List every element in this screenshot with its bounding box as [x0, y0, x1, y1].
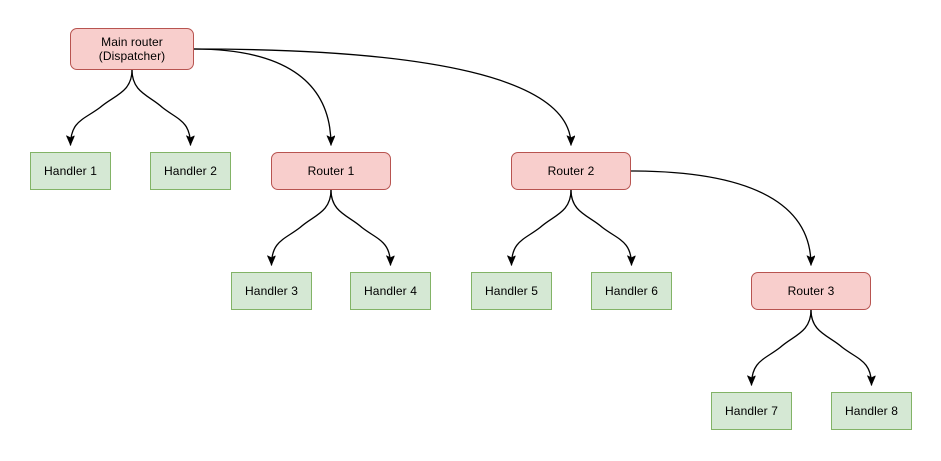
edge-router-1-to-handler-3 — [272, 189, 332, 265]
node-handler-6[interactable]: Handler 6 — [591, 272, 672, 310]
edge-router-2-to-handler-6 — [570, 189, 632, 265]
edge-paths — [71, 48, 872, 385]
node-handler-2[interactable]: Handler 2 — [150, 152, 231, 190]
node-router-3[interactable]: Router 3 — [751, 272, 871, 310]
edge-router-2-to-router-3 — [630, 170, 811, 265]
node-label-handler-8: Handler 8 — [845, 404, 898, 418]
edge-main-to-handler-2 — [131, 69, 191, 145]
node-handler-3[interactable]: Handler 3 — [231, 272, 312, 310]
edge-main-to-router-1 — [193, 48, 331, 145]
node-handler-4[interactable]: Handler 4 — [350, 272, 431, 310]
node-label-router-3: Router 3 — [787, 284, 835, 298]
node-label-handler-6: Handler 6 — [605, 284, 658, 298]
node-label-handler-3: Handler 3 — [245, 284, 298, 298]
node-main-router[interactable]: Main router (Dispatcher) — [70, 28, 194, 70]
node-handler-5[interactable]: Handler 5 — [471, 272, 552, 310]
edge-router-1-to-handler-4 — [330, 189, 391, 265]
node-label-main-router: Main router (Dispatcher) — [98, 35, 166, 63]
node-handler-1[interactable]: Handler 1 — [30, 152, 111, 190]
edge-router-3-to-handler-8 — [810, 309, 872, 385]
edge-router-2-to-handler-5 — [512, 189, 572, 265]
node-label-handler-1: Handler 1 — [44, 164, 97, 178]
node-router-2[interactable]: Router 2 — [511, 152, 631, 190]
node-label-handler-7: Handler 7 — [725, 404, 778, 418]
node-router-1[interactable]: Router 1 — [271, 152, 391, 190]
node-label-handler-2: Handler 2 — [164, 164, 217, 178]
edge-router-3-to-handler-7 — [752, 309, 812, 385]
edge-main-to-handler-1 — [71, 69, 133, 145]
node-label-router-2: Router 2 — [547, 164, 595, 178]
edge-main-to-router-2 — [193, 48, 571, 145]
node-label-router-1: Router 1 — [307, 164, 355, 178]
node-handler-7[interactable]: Handler 7 — [711, 392, 792, 430]
node-label-handler-4: Handler 4 — [364, 284, 417, 298]
node-label-handler-5: Handler 5 — [485, 284, 538, 298]
node-handler-8[interactable]: Handler 8 — [831, 392, 912, 430]
